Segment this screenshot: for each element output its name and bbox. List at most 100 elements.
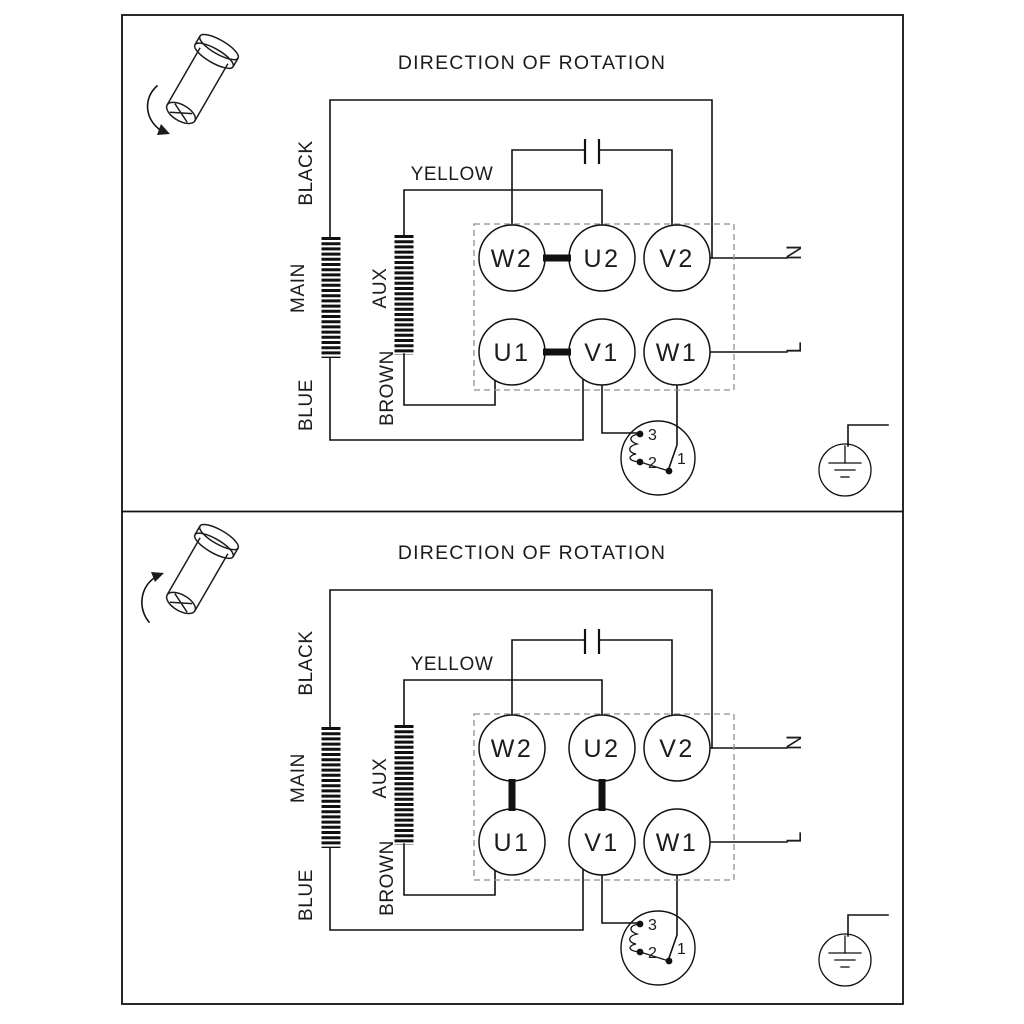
blue-wire — [329, 841, 584, 931]
line-label: L — [783, 831, 806, 844]
protector-dot-3 — [636, 920, 644, 928]
protector-dot-2 — [636, 458, 644, 466]
link-bar-w2-u1 — [508, 779, 516, 811]
protector-dot-1 — [665, 957, 673, 965]
rotation-arrow-icon — [141, 574, 159, 624]
motor-icon — [141, 523, 240, 624]
black-wire — [329, 99, 713, 259]
panel-1: DIRECTION OF ROTATION — [146, 33, 889, 497]
motor-flange-rim — [194, 35, 239, 68]
main-label: MAIN — [288, 263, 309, 313]
line-label: L — [783, 341, 806, 354]
terminal-links — [508, 779, 606, 811]
black-label: BLACK — [296, 140, 317, 205]
protector-label-3: 3 — [648, 427, 657, 444]
blue-label: BLUE — [296, 379, 317, 431]
protector-heater-coil — [629, 923, 641, 953]
blue-wire — [329, 351, 584, 441]
yellow-wire — [403, 679, 603, 749]
earth-wire — [847, 424, 889, 447]
motor-body — [166, 537, 229, 612]
terminal-w2-label: W2 — [491, 735, 534, 763]
link-bar-u2-v1 — [598, 779, 606, 811]
terminal-board-outline — [473, 223, 735, 391]
panel-title: DIRECTION OF ROTATION — [398, 542, 666, 564]
protector-dot-3 — [636, 430, 644, 438]
terminal-v1-label: V1 — [584, 339, 620, 367]
wires — [329, 99, 889, 470]
rotation-arrowhead-icon — [151, 572, 164, 582]
black-wire — [329, 589, 713, 749]
terminals: W2 U2 V2 U1 V1 W1 — [478, 224, 711, 386]
thermal-protector: 3 2 1 — [620, 420, 696, 496]
wire-labels: BLACK MAIN BLUE AUX BROWN YELLOW N L — [288, 140, 806, 431]
panel-2: DIRECTION OF ROTATION — [141, 523, 889, 987]
panel-title: DIRECTION OF ROTATION — [398, 52, 666, 74]
motor-face-cross-icon — [169, 593, 193, 613]
protector-label-2: 2 — [648, 455, 657, 472]
earth-circle — [818, 443, 872, 497]
motor-flange-back — [198, 33, 240, 61]
protector-label-2: 2 — [648, 945, 657, 962]
rotation-arrow-icon — [146, 84, 165, 134]
motor-flange-back — [198, 523, 240, 551]
terminal-v2 — [643, 224, 711, 292]
terminal-board-outline — [473, 713, 735, 881]
terminal-w1 — [643, 318, 711, 386]
capacitor-symbol — [583, 139, 601, 164]
aux-label: AUX — [370, 268, 391, 309]
motor-flange-front — [193, 42, 235, 70]
protector-label-3: 3 — [648, 917, 657, 934]
motor-icon — [146, 33, 240, 135]
terminal-links — [543, 254, 571, 356]
motor-body — [166, 47, 229, 122]
earth-circle — [818, 933, 872, 987]
blue-label: BLUE — [296, 869, 317, 921]
terminals: W2 U2 V2 U1 V1 W1 — [478, 714, 711, 876]
capacitor-wire-right — [598, 149, 673, 259]
terminal-w2-label: W2 — [491, 245, 534, 273]
protector-outline — [620, 420, 696, 496]
protector-outline — [620, 910, 696, 986]
brown-label: BROWN — [377, 350, 398, 426]
rotation-arrowhead-icon — [157, 124, 170, 135]
link-bar-u1-v1 — [543, 348, 571, 356]
terminal-w1 — [643, 808, 711, 876]
motor-flange-rim — [194, 525, 239, 558]
aux-label: AUX — [370, 758, 391, 799]
terminal-w1-label: W1 — [656, 339, 699, 367]
terminal-v2-label: V2 — [659, 735, 695, 763]
terminal-w1-label: W1 — [656, 829, 699, 857]
motor-face-cross-icon — [169, 103, 193, 123]
earth-wire — [847, 914, 889, 937]
protector-contact — [639, 951, 670, 962]
earth-ground-symbol — [818, 933, 872, 987]
terminal-v1-label: V1 — [584, 829, 620, 857]
capacitor-symbol — [583, 629, 601, 654]
terminal-u1-label: U1 — [494, 339, 531, 367]
terminal-u1-label: U1 — [494, 829, 531, 857]
protector-label-1: 1 — [677, 451, 686, 468]
motor-flange-front — [193, 532, 235, 560]
yellow-wire — [403, 189, 603, 259]
black-label: BLACK — [296, 630, 317, 695]
thermal-protector: 3 2 1 — [620, 910, 696, 986]
main-label: MAIN — [288, 753, 309, 803]
neutral-label: N — [783, 244, 806, 260]
terminal-v2 — [643, 714, 711, 782]
capacitor-wire-left — [511, 149, 586, 259]
wire-labels: BLACK MAIN BLUE AUX BROWN YELLOW N L — [288, 630, 806, 921]
yellow-label: YELLOW — [411, 654, 494, 675]
protector-contact — [639, 461, 670, 472]
protector-dot-1 — [665, 467, 673, 475]
protector-dot-2 — [636, 948, 644, 956]
neutral-label: N — [783, 734, 806, 750]
terminal-u2-label: U2 — [584, 245, 621, 273]
motor-shaft-face — [165, 591, 197, 615]
diagram-border — [121, 14, 904, 1005]
link-bar-w2-u2 — [543, 254, 571, 262]
terminal-u2-label: U2 — [584, 735, 621, 763]
protector-heater-coil — [629, 433, 641, 463]
earth-ground-symbol — [818, 443, 872, 497]
